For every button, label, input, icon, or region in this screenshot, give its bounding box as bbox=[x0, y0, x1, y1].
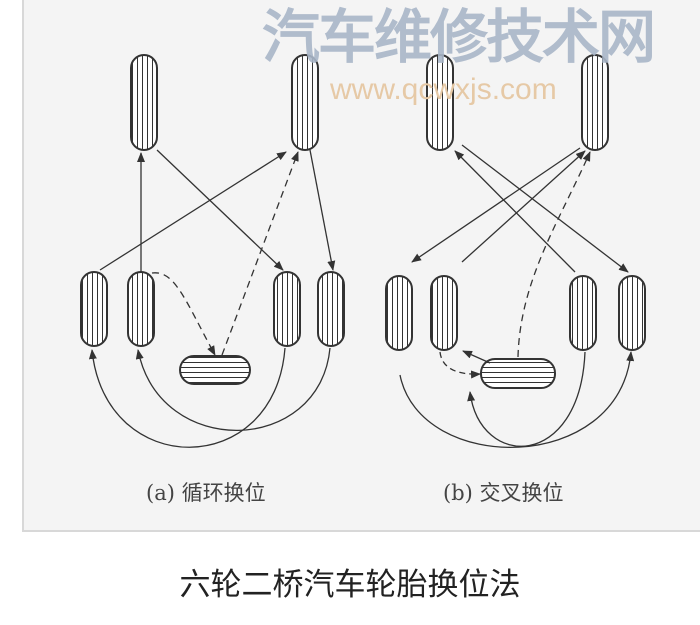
watermark-url: www.qcwxjs.com bbox=[330, 73, 557, 106]
diagram-a-tires bbox=[80, 54, 345, 385]
tire-a-rear-left-outer bbox=[80, 271, 108, 347]
subcaption-a: (a) 循环换位 bbox=[146, 481, 266, 505]
tire-b-front-left bbox=[426, 54, 454, 151]
tire-b-rear-right-outer bbox=[618, 275, 646, 351]
diagram-a-arrows bbox=[88, 149, 336, 448]
arrow-b-3 bbox=[411, 147, 581, 263]
arrow-a-5 bbox=[151, 272, 216, 356]
arrow-b-2 bbox=[461, 144, 629, 273]
tire-a-rear-right-inner bbox=[273, 271, 301, 347]
arrow-a-3 bbox=[99, 151, 287, 271]
diagram-b-tires bbox=[385, 54, 646, 389]
arrow-a-6 bbox=[221, 151, 299, 356]
arrow-b-7 bbox=[462, 350, 491, 364]
subcaption-b: (b) 交叉换位 bbox=[443, 481, 564, 505]
arrow-a-7 bbox=[88, 347, 286, 448]
arrow-a-2 bbox=[156, 149, 284, 271]
arrow-b-5 bbox=[517, 151, 591, 358]
watermark-title: 汽车维修技术网 bbox=[262, 3, 656, 71]
arrow-b-4 bbox=[461, 150, 586, 263]
tire-a-rear-right-outer bbox=[317, 271, 345, 347]
tire-b-rear-left-inner bbox=[430, 275, 458, 351]
tire-a-front-right bbox=[291, 54, 319, 151]
figure-caption: 六轮二桥汽车轮胎换位法 bbox=[179, 567, 521, 603]
arrow-b-1 bbox=[454, 150, 576, 273]
diagram-b-arrows bbox=[399, 144, 635, 448]
tire-a-front-left bbox=[130, 54, 158, 151]
arrow-a-4 bbox=[309, 149, 336, 271]
tire-b-rear-right-inner bbox=[569, 275, 597, 351]
tire-b-front-right bbox=[581, 54, 609, 151]
tire-a-spare bbox=[179, 355, 251, 385]
arrow-b-9 bbox=[467, 351, 586, 447]
tire-a-rear-left-inner bbox=[127, 271, 155, 347]
tire-b-rear-left-outer bbox=[385, 275, 413, 351]
arrow-b-6 bbox=[439, 351, 481, 379]
tire-b-spare bbox=[480, 358, 556, 389]
arrow-a-8 bbox=[135, 347, 331, 432]
